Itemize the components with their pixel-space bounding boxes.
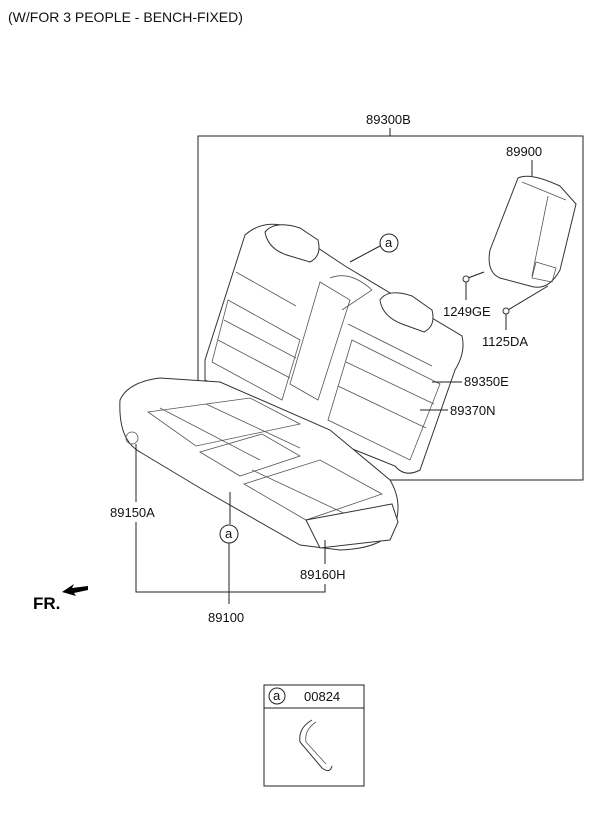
label-1249GE: 1249GE — [443, 304, 491, 319]
headrest-module-89900 — [488, 175, 577, 288]
wire-clip-icon — [299, 719, 333, 772]
screw-1125DA — [502, 285, 549, 330]
callout-a-back-letter: a — [385, 235, 393, 250]
screw-1249GE — [462, 271, 485, 300]
rear-seat-cushion — [119, 377, 399, 551]
callout-a-back — [379, 233, 399, 253]
callout-a-cushion-letter: a — [225, 526, 233, 541]
label-1125DA: 1125DA — [482, 334, 528, 349]
legend-marker-letter: a — [273, 688, 281, 703]
label-89300B: 89300B — [366, 112, 411, 127]
label-89900: 89900 — [506, 144, 542, 159]
diagram-title: (W/FOR 3 PEOPLE - BENCH-FIXED) — [8, 9, 243, 25]
label-89160H: 89160H — [300, 567, 346, 582]
legend-box: a 00824 — [263, 684, 365, 787]
front-label: FR. — [33, 594, 60, 613]
front-arrow-icon — [62, 584, 88, 596]
label-89100: 89100 — [208, 610, 244, 625]
legend-marker-circle — [268, 687, 286, 705]
label-89350E: 89350E — [464, 374, 509, 389]
label-89150A: 89150A — [110, 505, 155, 520]
front-direction-indicator: FR. — [33, 584, 88, 613]
legend-part-number: 00824 — [304, 689, 340, 704]
label-89370N: 89370N — [450, 403, 496, 418]
